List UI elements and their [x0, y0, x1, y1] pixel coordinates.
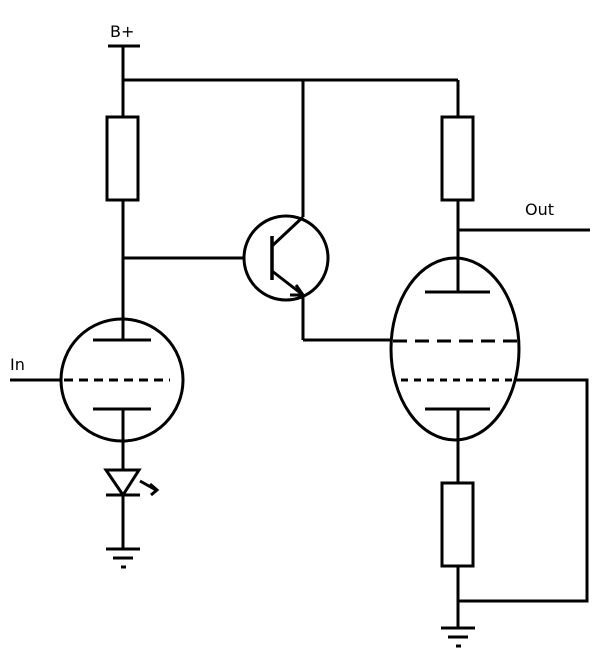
pentode-right	[389, 256, 589, 603]
input-label: In	[10, 355, 25, 374]
triode-left	[10, 317, 185, 470]
resistor-left-anode	[105, 115, 244, 340]
supply-label: B+	[110, 22, 134, 41]
led	[103, 468, 160, 549]
resistor-right-cathode	[440, 481, 475, 628]
ground-left	[106, 547, 140, 569]
supply-rail	[108, 44, 460, 217]
ground-right	[441, 626, 475, 648]
resistor-right-anode	[440, 115, 590, 292]
npn-transistor	[242, 214, 392, 342]
output-label: Out	[525, 200, 554, 219]
